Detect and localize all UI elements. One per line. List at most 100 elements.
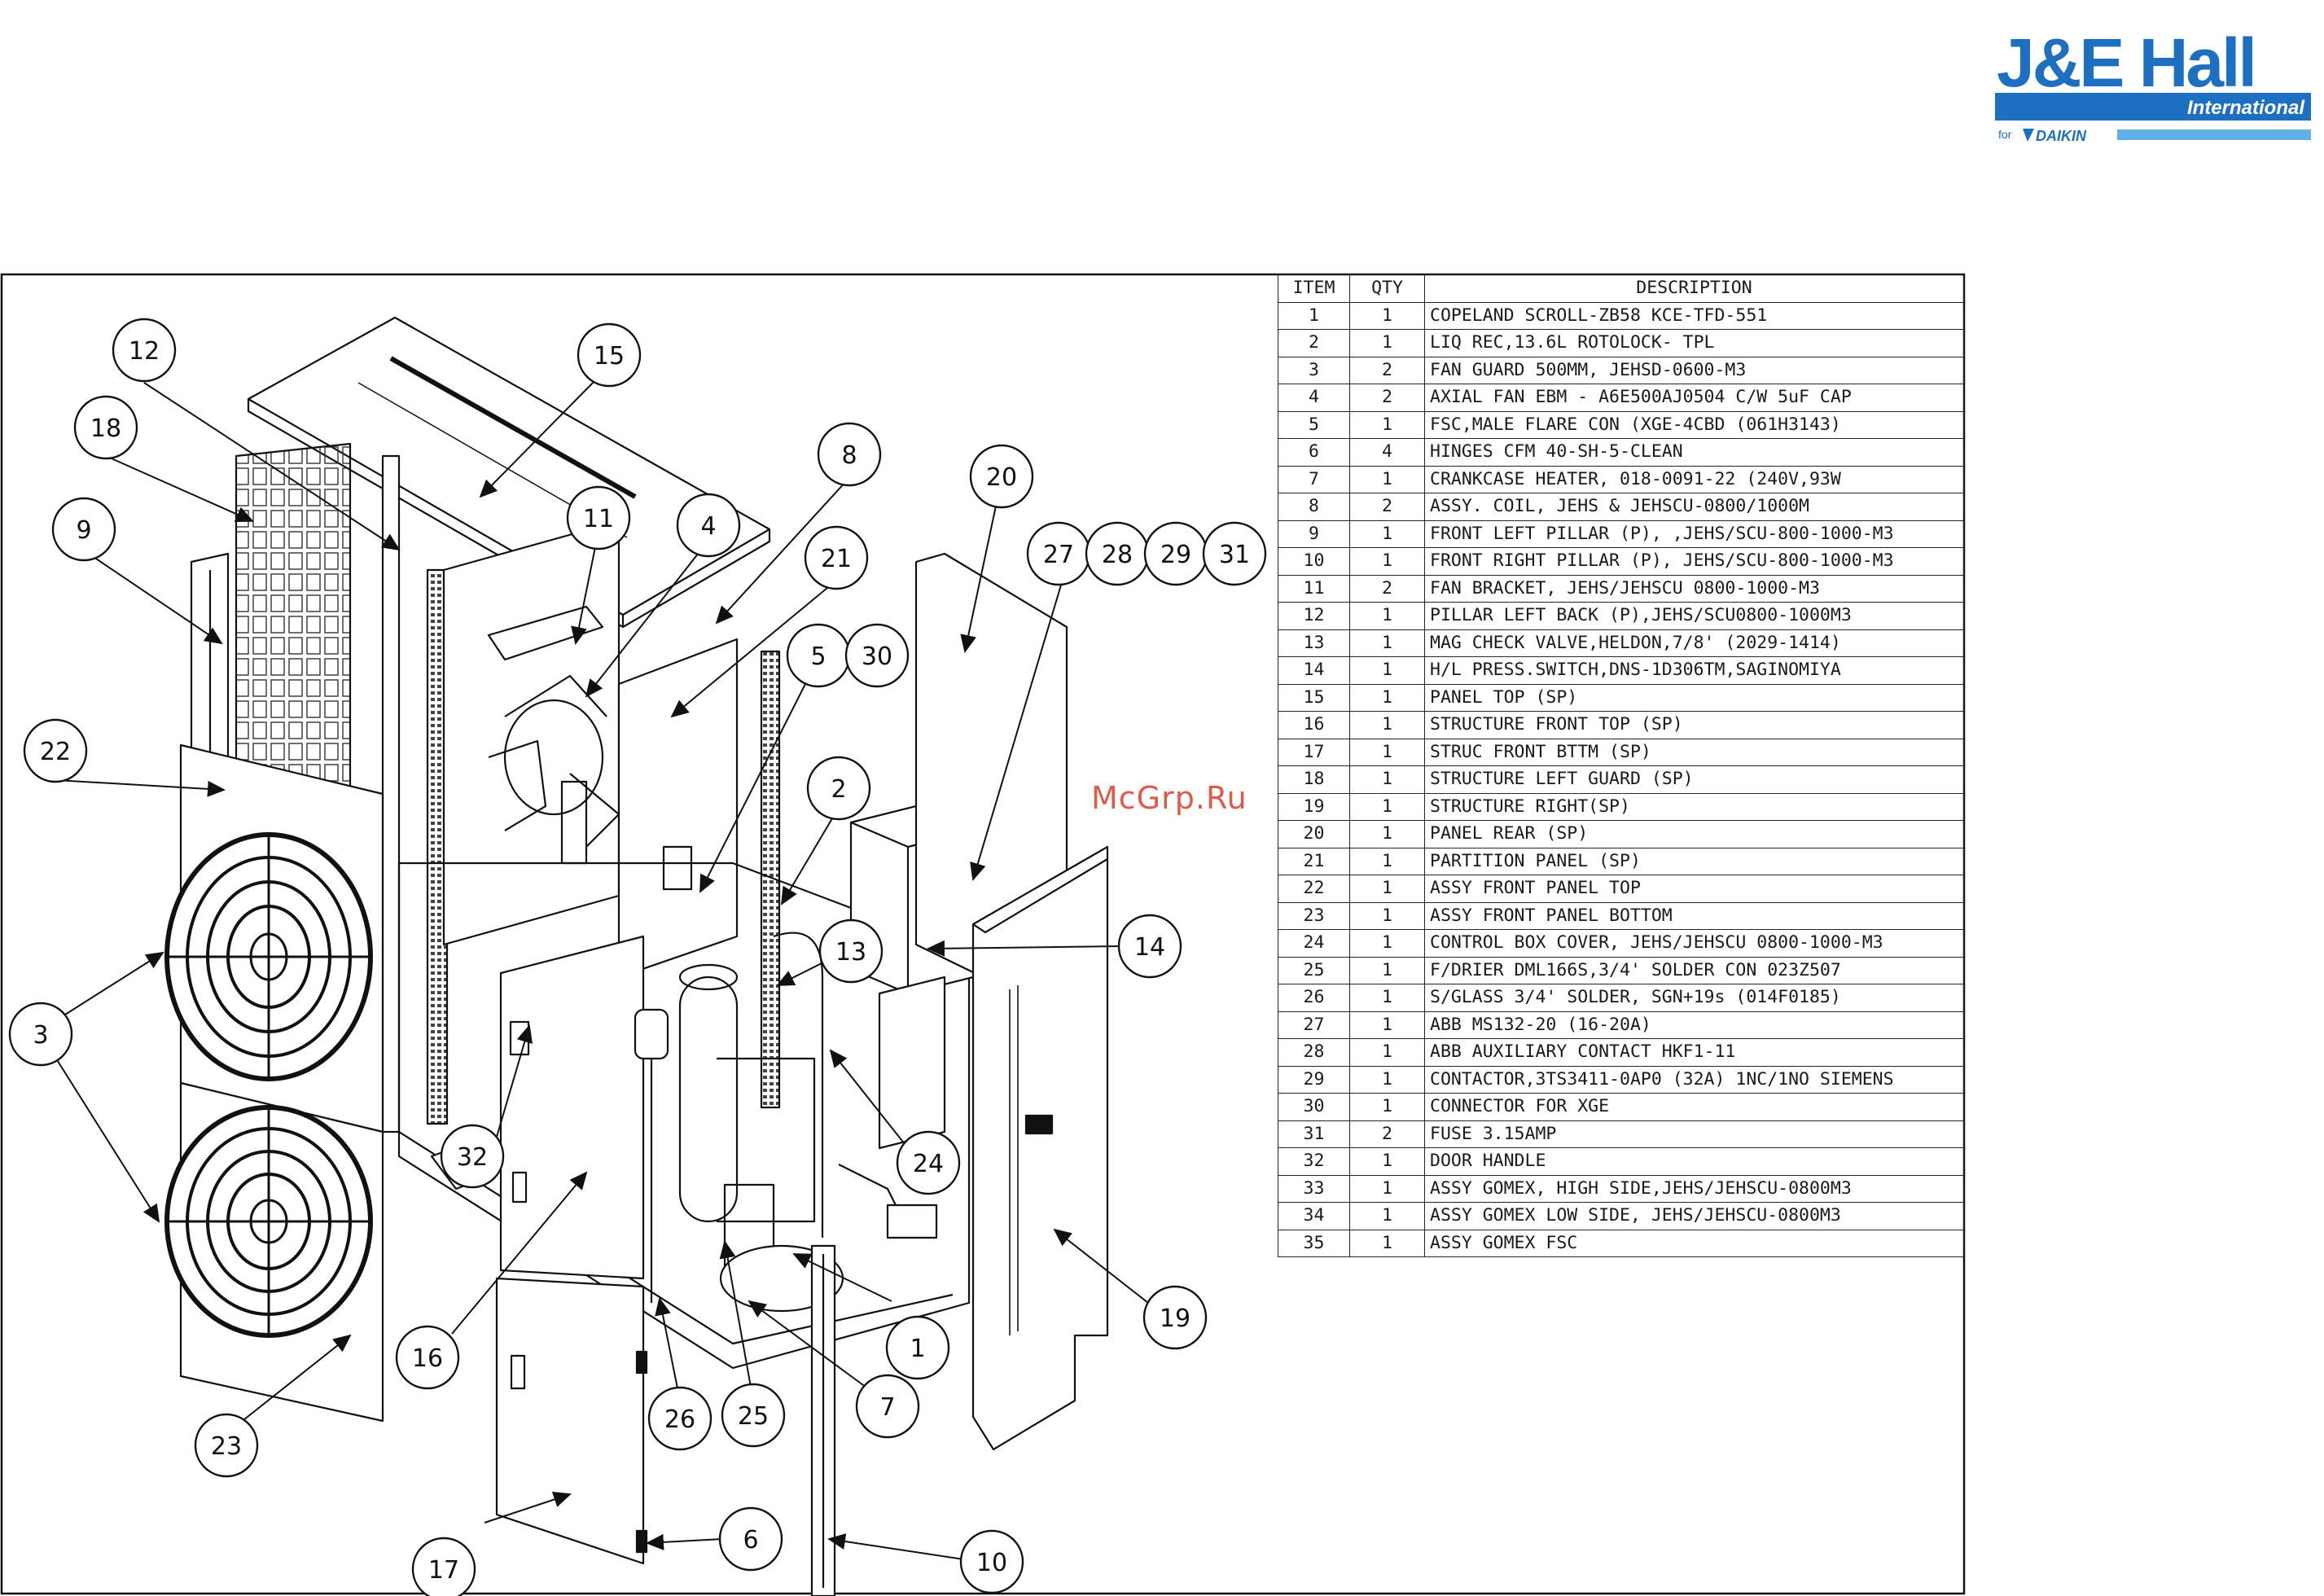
callout-16: 16 bbox=[395, 1325, 460, 1390]
callout-12: 12 bbox=[112, 318, 177, 383]
row-qty: 1 bbox=[1349, 1093, 1425, 1121]
row-qty: 1 bbox=[1349, 820, 1425, 848]
row-qty: 1 bbox=[1349, 629, 1425, 657]
row-qty: 1 bbox=[1349, 792, 1425, 821]
row-qty: 1 bbox=[1349, 738, 1425, 766]
row-item: 8 bbox=[1278, 493, 1350, 521]
svg-text:13: 13 bbox=[835, 938, 866, 967]
row-qty: 1 bbox=[1349, 656, 1425, 685]
row-description: FUSE 3.15AMP bbox=[1424, 1120, 1964, 1148]
svg-text:DAIKIN: DAIKIN bbox=[2036, 128, 2087, 144]
row-item: 31 bbox=[1278, 1120, 1350, 1148]
callout-5: 5 bbox=[786, 623, 851, 688]
base-tray bbox=[397, 862, 971, 1370]
row-item: 35 bbox=[1278, 1229, 1350, 1257]
row-description: MAG CHECK VALVE,HELDON,7/8' (2029-1414) bbox=[1424, 629, 1964, 657]
row-item: 18 bbox=[1278, 765, 1350, 794]
row-qty: 1 bbox=[1349, 683, 1425, 712]
row-description: F/DRIER DML166S,3/4' SOLDER CON 023Z507 bbox=[1424, 956, 1964, 984]
svg-text:15: 15 bbox=[594, 342, 625, 370]
row-item: 20 bbox=[1278, 820, 1350, 848]
row-description: CONNECTOR FOR XGE bbox=[1424, 1093, 1964, 1121]
callout-4: 4 bbox=[676, 493, 741, 558]
callout-23: 23 bbox=[194, 1413, 259, 1478]
callout-3: 3 bbox=[8, 1002, 73, 1067]
row-qty: 1 bbox=[1349, 711, 1425, 739]
control-box-cover bbox=[878, 976, 946, 1150]
svg-text:24: 24 bbox=[913, 1150, 944, 1178]
svg-text:18: 18 bbox=[90, 414, 121, 443]
row-item: 24 bbox=[1278, 929, 1350, 958]
row-item: 22 bbox=[1278, 875, 1350, 903]
row-item: 4 bbox=[1278, 384, 1350, 412]
callout-9: 9 bbox=[51, 497, 116, 562]
row-item: 21 bbox=[1278, 847, 1350, 875]
callout-19: 19 bbox=[1142, 1285, 1208, 1350]
svg-text:23: 23 bbox=[211, 1432, 242, 1461]
svg-text:28: 28 bbox=[1102, 541, 1133, 569]
row-description: DOOR HANDLE bbox=[1424, 1147, 1964, 1176]
callout-20: 20 bbox=[969, 444, 1034, 509]
svg-text:22: 22 bbox=[40, 738, 71, 766]
fan-guard-top bbox=[164, 832, 373, 1081]
row-description: ASSY FRONT PANEL TOP bbox=[1424, 875, 1964, 903]
callout-2: 2 bbox=[806, 756, 871, 821]
callout-21: 21 bbox=[804, 525, 869, 590]
row-qty: 1 bbox=[1349, 1202, 1425, 1230]
structure-right bbox=[971, 845, 1109, 1451]
row-item: 25 bbox=[1278, 956, 1350, 984]
row-item: 11 bbox=[1278, 574, 1350, 603]
row-item: 17 bbox=[1278, 738, 1350, 766]
svg-text:17: 17 bbox=[428, 1556, 459, 1585]
svg-text:3: 3 bbox=[33, 1021, 48, 1050]
row-qty: 2 bbox=[1349, 1120, 1425, 1148]
fan-guard-bottom bbox=[164, 1105, 373, 1338]
svg-text:1: 1 bbox=[910, 1335, 925, 1363]
svg-text:7: 7 bbox=[879, 1393, 895, 1422]
row-qty: 1 bbox=[1349, 520, 1425, 548]
row-description: ASSY GOMEX, HIGH SIDE,JEHS/JEHSCU-0800M3 bbox=[1424, 1174, 1964, 1203]
header-description: DESCRIPTION bbox=[1424, 274, 1964, 303]
row-description: CONTROL BOX COVER, JEHS/JEHSCU 0800-1000… bbox=[1424, 929, 1964, 958]
svg-text:5: 5 bbox=[810, 642, 826, 671]
row-item: 7 bbox=[1278, 465, 1350, 493]
callout-13: 13 bbox=[818, 919, 884, 984]
row-item: 15 bbox=[1278, 683, 1350, 712]
svg-text:J&E Hall: J&E Hall bbox=[1997, 24, 2255, 101]
row-qty: 1 bbox=[1349, 410, 1425, 439]
row-item: 29 bbox=[1278, 1065, 1350, 1094]
callout-1: 1 bbox=[885, 1315, 950, 1380]
row-item: 9 bbox=[1278, 520, 1350, 548]
callout-14: 14 bbox=[1117, 914, 1182, 979]
callout-8: 8 bbox=[817, 422, 882, 487]
row-item: 33 bbox=[1278, 1174, 1350, 1203]
row-description: HINGES CFM 40-SH-5-CLEAN bbox=[1424, 438, 1964, 467]
svg-text:8: 8 bbox=[841, 441, 857, 470]
row-item: 19 bbox=[1278, 792, 1350, 821]
row-qty: 2 bbox=[1349, 384, 1425, 412]
callout-7: 7 bbox=[855, 1374, 920, 1439]
row-item: 1 bbox=[1278, 301, 1350, 330]
svg-text:29: 29 bbox=[1160, 541, 1191, 569]
